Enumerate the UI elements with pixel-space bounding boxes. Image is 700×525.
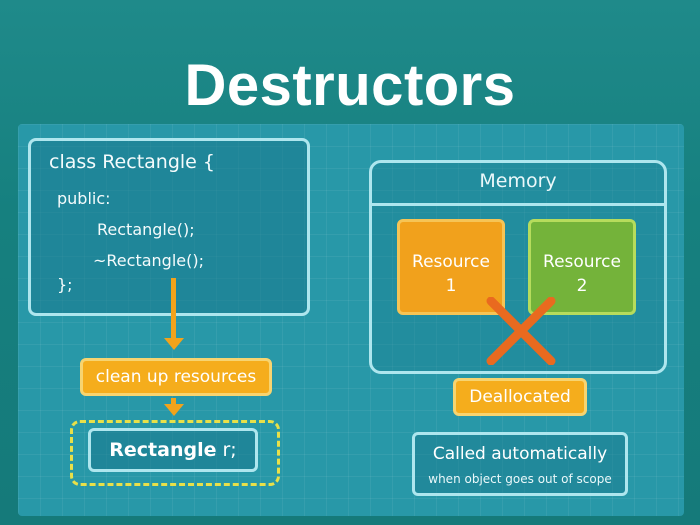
instance-type: Rectangle: [109, 439, 217, 461]
resource-1-label: Resource: [412, 252, 490, 272]
memory-label: Memory: [479, 170, 557, 192]
called-sub-text: when object goes out of scope: [428, 472, 612, 486]
called-automatically-note: Called automatically when object goes ou…: [412, 432, 628, 496]
code-box: class Rectangle { public: Rectangle(); ~…: [28, 138, 310, 316]
code-line-close: };: [57, 275, 73, 294]
instance-var: r;: [222, 439, 237, 461]
page-title: Destructors: [184, 53, 516, 118]
code-line-constructor: Rectangle();: [97, 220, 195, 239]
code-line-public: public:: [57, 189, 111, 208]
called-main-text: Called automatically: [432, 444, 608, 464]
deallocated-label: Deallocated: [453, 378, 587, 416]
resource-2-number: 2: [576, 276, 588, 296]
scope-dashed-frame: [70, 420, 280, 486]
resource-2-label: Resource: [543, 252, 621, 272]
object-instance: Rectangle r;: [88, 428, 258, 472]
memory-divider: [372, 203, 664, 206]
resource-1-number: 1: [445, 276, 457, 296]
resource-2-block: Resource 2: [528, 219, 636, 315]
cross-icon: [486, 297, 556, 365]
cleanup-label: clean up resources: [80, 358, 272, 396]
code-line-class: class Rectangle {: [49, 151, 215, 173]
code-line-destructor: ~Rectangle();: [93, 251, 204, 270]
